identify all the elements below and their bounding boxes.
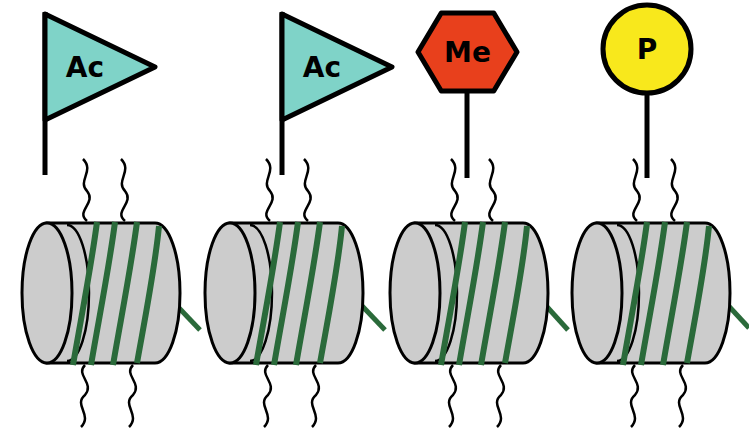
methyl-hexagon: Me (415, 10, 520, 94)
modification-label: P (637, 33, 658, 66)
acetyl-flag: Ac (45, 12, 157, 122)
phosphate-circle: P (600, 2, 694, 96)
acetyl-flag: Ac (282, 12, 394, 122)
modification-label: Me (444, 36, 491, 69)
modification-label: Ac (303, 51, 341, 84)
modification-label: Ac (66, 51, 104, 84)
